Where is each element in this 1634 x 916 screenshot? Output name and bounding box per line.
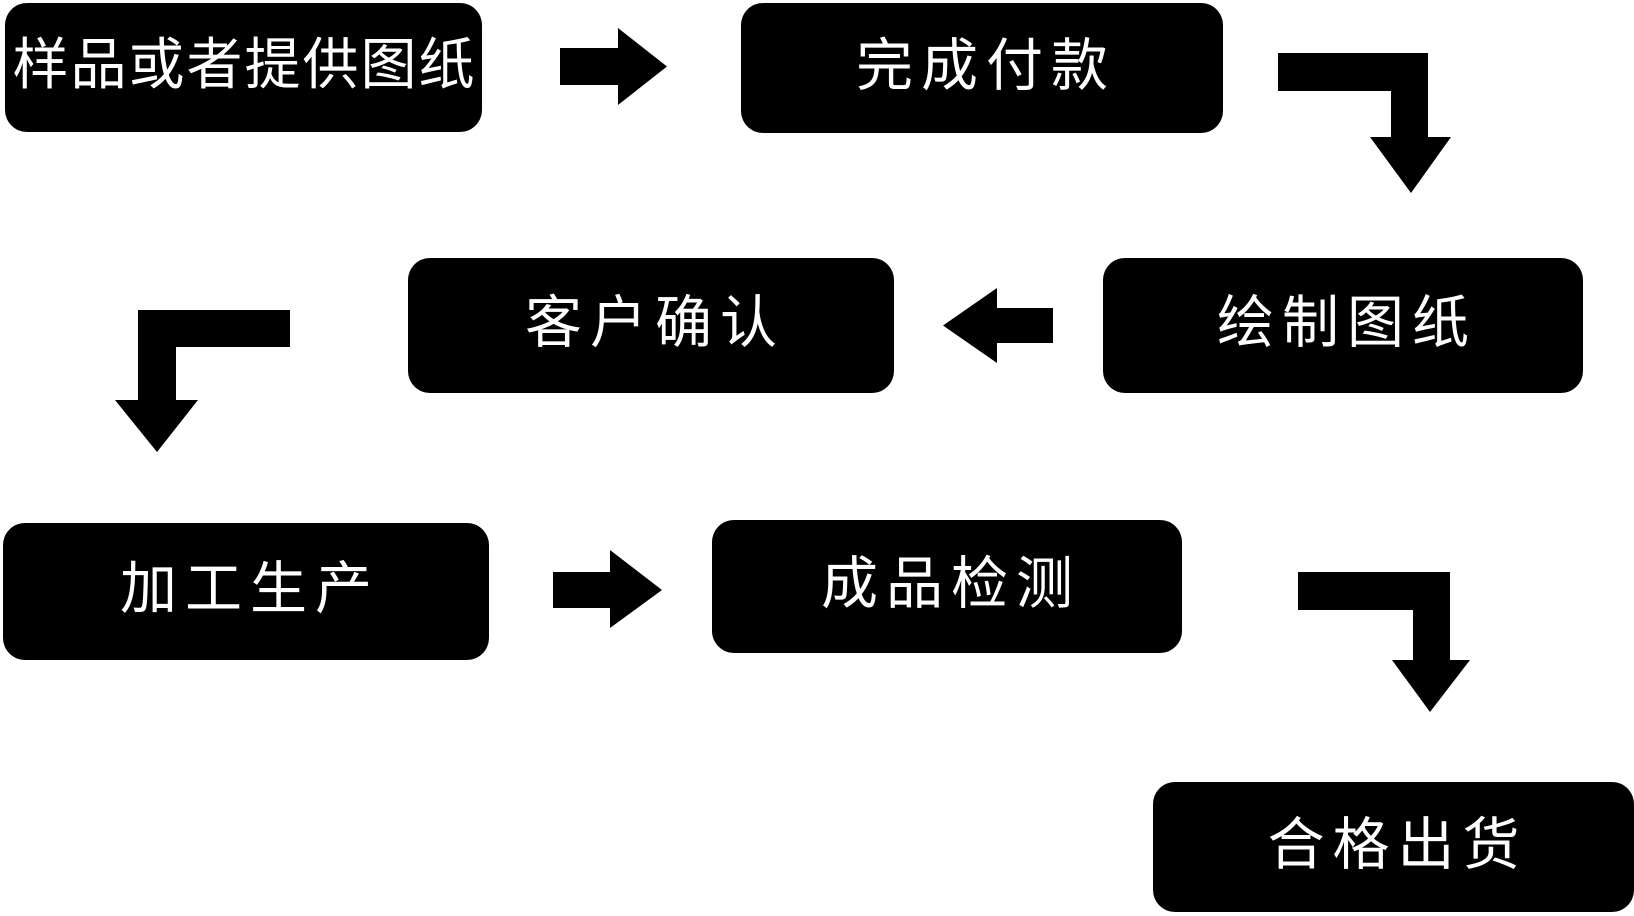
step-label: 成品检测 bbox=[821, 551, 1081, 617]
elbow-arrow-right-down-icon bbox=[1278, 53, 1451, 193]
step-label: 完成付款 bbox=[856, 32, 1116, 99]
step-box-sample-or-drawing: 样品或者提供图纸 bbox=[5, 3, 482, 132]
step-label: 样品或者提供图纸 bbox=[12, 32, 477, 98]
step-box-payment: 完成付款 bbox=[741, 3, 1223, 133]
arrow-left-icon bbox=[943, 288, 1053, 363]
step-label: 客户确认 bbox=[525, 290, 785, 356]
step-box-shipment: 合格出货 bbox=[1153, 782, 1634, 912]
step-box-inspection: 成品检测 bbox=[712, 520, 1182, 653]
elbow-arrow-left-down-icon bbox=[115, 310, 290, 452]
step-box-production: 加工生产 bbox=[3, 523, 489, 660]
step-label: 绘制图纸 bbox=[1217, 290, 1477, 356]
step-label: 加工生产 bbox=[120, 556, 380, 622]
step-label: 合格出货 bbox=[1267, 811, 1528, 878]
step-box-customer-confirmation: 客户确认 bbox=[408, 258, 894, 393]
step-box-draw-drawings: 绘制图纸 bbox=[1103, 258, 1583, 393]
arrow-right-icon bbox=[553, 550, 662, 628]
arrow-right-icon bbox=[560, 28, 667, 105]
elbow-arrow-right-down-icon bbox=[1298, 572, 1470, 712]
